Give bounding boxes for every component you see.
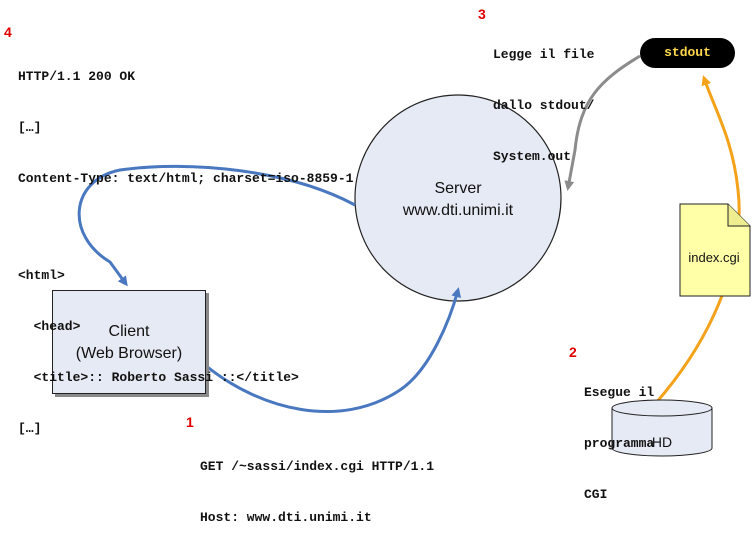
client-label: Client xyxy=(108,323,150,340)
disk-node xyxy=(611,399,713,457)
execute-text: Esegue il programma CGI xyxy=(584,350,654,520)
response-line: HTTP/1.1 200 OK xyxy=(18,69,136,84)
read-stdout-line: System.out xyxy=(493,149,572,164)
step-1-number: 1 xyxy=(186,414,194,430)
script-file-label: index.cgi xyxy=(688,250,740,265)
execute-line: Esegue il xyxy=(584,385,655,400)
step-3-number: 3 xyxy=(478,6,486,22)
step-2-number: 2 xyxy=(569,344,577,360)
step-4-number: 4 xyxy=(4,24,12,40)
read-stdout-text: Legge il file dallo stdout/ System.out xyxy=(493,12,594,182)
disk-label: HD xyxy=(651,434,673,450)
request-line: GET /~sassi/index.cgi HTTP/1.1 xyxy=(200,459,435,474)
response-line: <title>:: Roberto Sassi ::</title> xyxy=(18,370,299,385)
server-host-label: www.dti.unimi.it xyxy=(402,202,514,219)
response-line: <html> xyxy=(18,268,65,283)
response-line: […] xyxy=(18,120,42,135)
http-response-text: HTTP/1.1 200 OK […] Content-Type: text/h… xyxy=(18,34,353,454)
response-line: Content-Type: text/html; charset=iso-885… xyxy=(18,171,354,186)
diagram-canvas xyxy=(77,54,751,457)
read-stdout-arrow xyxy=(564,54,641,191)
execute-line: CGI xyxy=(584,487,608,502)
response-line: […] xyxy=(18,421,42,436)
execute-line: programma xyxy=(584,436,655,451)
read-stdout-line: dallo stdout/ xyxy=(493,98,595,113)
script-file-node xyxy=(679,203,751,297)
request-arrow xyxy=(204,287,462,414)
server-node xyxy=(354,94,562,302)
response-arrow xyxy=(77,164,356,287)
stdout-node: stdout xyxy=(640,38,735,68)
client-sublabel: (Web Browser) xyxy=(75,345,183,362)
request-line: Host: www.dti.unimi.it xyxy=(200,510,372,525)
http-request-text: GET /~sassi/index.cgi HTTP/1.1 Host: www… xyxy=(200,424,434,543)
file-corner-fold xyxy=(727,204,750,227)
server-label: Server xyxy=(434,180,482,197)
execute-arrow xyxy=(653,75,741,405)
read-stdout-line: Legge il file xyxy=(493,47,595,62)
response-line xyxy=(18,221,353,233)
response-line: <head> xyxy=(18,319,81,334)
client-node: Client (Web Browser) xyxy=(52,290,206,394)
